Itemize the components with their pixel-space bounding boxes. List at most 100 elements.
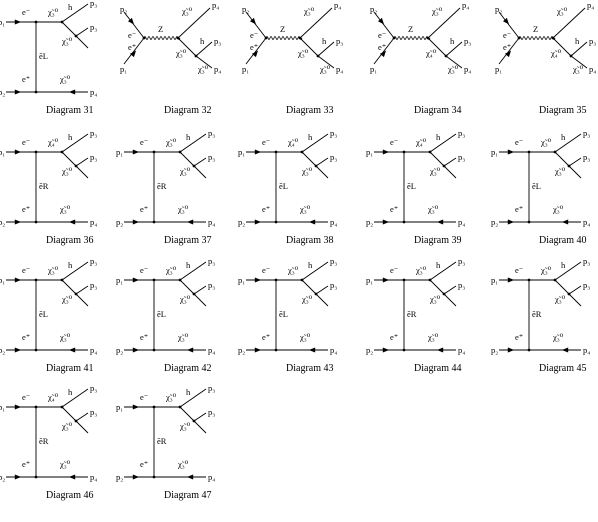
label-p1: p₁ <box>120 64 127 74</box>
chi-line <box>301 279 317 295</box>
vertex-dot <box>314 292 318 296</box>
label-e-minus: e⁻ <box>390 137 398 147</box>
label-p3: p₃ <box>583 256 590 266</box>
vertex-dot <box>34 348 38 352</box>
label-p3b: p₃ <box>90 152 97 162</box>
label-p1: p₁ <box>491 275 498 285</box>
arrowhead <box>254 149 262 155</box>
label-e-minus: e⁻ <box>128 30 136 40</box>
label-propagator: ẽL <box>407 181 416 191</box>
label-h: h <box>450 36 455 46</box>
label-chi-out: χ̃₃⁰ <box>301 294 313 304</box>
label-e-minus: e⁻ <box>22 392 30 402</box>
label-propagator: ẽR <box>157 181 167 191</box>
chi-line <box>179 279 195 295</box>
label-p4: p₄ <box>330 345 337 355</box>
label-chi-out: χ̃₃⁰ <box>554 294 566 304</box>
label-e-minus: e⁻ <box>378 30 386 40</box>
vertex-dot <box>34 405 38 409</box>
diagram-caption: Diagram 38 <box>286 235 334 246</box>
vertex-dot <box>316 54 320 58</box>
label-p1: p₁ <box>116 147 123 157</box>
chi-line <box>301 151 317 167</box>
label-p3: p₃ <box>458 128 465 138</box>
diagram-caption: Diagram 31 <box>46 105 94 116</box>
p3-line <box>75 285 89 295</box>
vertex-dot <box>527 348 531 352</box>
arrowhead <box>254 277 262 283</box>
chi-line <box>429 151 445 167</box>
arrowhead <box>379 50 387 58</box>
chi-line-mid <box>177 37 197 57</box>
p3-line <box>193 157 207 167</box>
label-chi-out: χ̃₃⁰ <box>179 294 191 304</box>
label-chi-out: χ̃₃⁰ <box>61 294 73 304</box>
label-p4: p₄ <box>212 0 219 10</box>
vertex-dot <box>428 278 432 282</box>
label-p3: p₃ <box>90 0 97 8</box>
vertex-dot <box>74 34 78 38</box>
vertex-dot <box>192 164 196 168</box>
arrowhead <box>382 347 390 353</box>
label-chi-top: χ̃₃⁰ <box>47 7 59 17</box>
vertex-dot <box>264 36 268 40</box>
label-p1: p₁ <box>370 64 377 74</box>
diagram-caption: Diagram 45 <box>539 363 587 374</box>
arrowhead <box>68 474 76 480</box>
label-chi-out: χ̃₃⁰ <box>447 64 459 74</box>
p3-line <box>193 285 207 295</box>
label-h: h <box>200 36 205 46</box>
label-z: Z <box>280 24 285 34</box>
label-chi-out: χ̃₃⁰ <box>429 166 441 176</box>
label-propagator: ẽL <box>39 309 48 319</box>
diagram-caption: Diagram 33 <box>286 105 334 116</box>
diagram-caption: Diagram 46 <box>46 490 94 501</box>
chi-line <box>429 279 445 295</box>
higgs-line <box>179 388 207 408</box>
arrowhead <box>502 17 510 25</box>
label-e-plus: e⁺ <box>22 332 30 342</box>
label-p3: p₃ <box>208 128 215 138</box>
label-chi-top: χ̃₃⁰ <box>303 6 315 16</box>
p3-line <box>568 157 582 167</box>
vertex-dot <box>569 54 573 58</box>
vertex-dot <box>527 150 531 154</box>
arrowhead <box>507 347 515 353</box>
vertex-dot <box>34 90 38 94</box>
chi-line <box>554 279 570 295</box>
label-chi-bottom: χ̃₃⁰ <box>177 459 189 469</box>
vertex-dot <box>34 150 38 154</box>
label-p2: p₂ <box>116 472 123 482</box>
p3-line <box>75 412 89 422</box>
chi-line-top <box>177 7 211 39</box>
higgs-line <box>61 3 89 23</box>
chi-out-bottom <box>570 55 588 69</box>
label-e-plus: e⁺ <box>390 204 398 214</box>
fermion-in-bottom <box>245 37 267 65</box>
label-chi-top: χ̃₃⁰ <box>165 137 177 147</box>
label-p1: p₁ <box>491 147 498 157</box>
label-e-minus: e⁻ <box>262 137 270 147</box>
label-p2: p₂ <box>0 345 5 355</box>
arrowhead <box>14 347 22 353</box>
label-p2: p₂ <box>238 345 245 355</box>
diagram-caption: Diagram 41 <box>46 363 94 374</box>
higgs-line <box>554 261 582 281</box>
label-chi-bottom: χ̃₃⁰ <box>299 204 311 214</box>
label-h: h <box>322 36 327 46</box>
label-p2: p₂ <box>0 87 5 97</box>
label-chi-top: χ̃₄⁰ <box>47 392 59 402</box>
higgs-line <box>317 41 335 57</box>
